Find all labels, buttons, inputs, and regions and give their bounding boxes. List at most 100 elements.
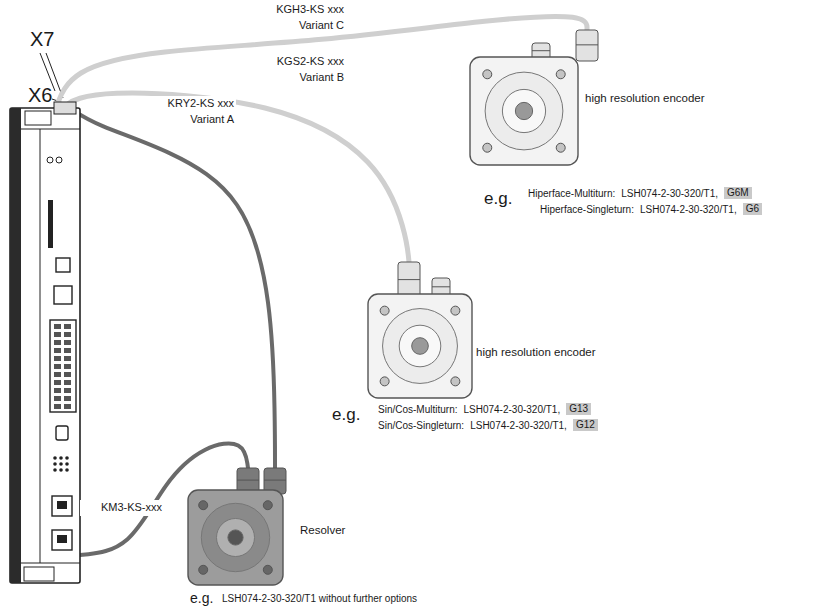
display-dot	[59, 468, 63, 472]
option-code: G13	[566, 403, 591, 415]
device-label: high resolution encoder	[476, 346, 596, 359]
network-port	[54, 286, 72, 304]
cable	[70, 108, 275, 468]
bottom-connector	[24, 567, 54, 581]
top-latch	[25, 111, 51, 125]
terminal-pin	[64, 340, 71, 345]
display-dot	[53, 468, 57, 472]
terminal-pin	[64, 372, 71, 377]
flange-ring	[485, 72, 563, 150]
cable-label: KM3-KS-xxx	[80, 500, 164, 516]
network-port	[52, 496, 72, 516]
terminal-pin	[54, 380, 61, 385]
flange-ring	[383, 309, 458, 384]
motor-flange	[188, 490, 283, 585]
motor-flange	[368, 294, 472, 398]
display-dot	[65, 468, 69, 472]
network-port-jack	[57, 535, 67, 543]
display-dot	[53, 462, 57, 466]
encoder-socket	[54, 102, 76, 114]
controller-housing	[10, 108, 80, 583]
option-code: G6M	[724, 187, 752, 199]
terminal-pin	[54, 404, 61, 409]
motor-encoder-drawing	[368, 262, 480, 400]
bolt-hole	[199, 501, 208, 510]
centering-collar	[217, 519, 255, 557]
type-designation: LSH074-2-30-320/T1,	[640, 204, 737, 216]
bolt-hole	[199, 565, 208, 574]
plug-ring	[432, 286, 450, 287]
cable-label: KRY2-KS xxx Variant A	[140, 96, 236, 128]
option-code: G6	[743, 203, 762, 215]
example-prefix: e.g.	[332, 405, 360, 425]
connector-name: X7	[30, 28, 54, 51]
motor-encoder: high resolution encoder	[470, 30, 610, 165]
connector-plug	[398, 262, 420, 298]
terminal-pin	[64, 404, 71, 409]
bolt-hole	[556, 143, 565, 152]
terminal-pin	[54, 396, 61, 401]
terminal-pin	[64, 396, 71, 401]
cable-label: KGH3-KS xxx Variant C	[250, 2, 346, 34]
terminal-pin	[64, 356, 71, 361]
terminal-pin	[54, 364, 61, 369]
bolt-hole	[556, 70, 565, 79]
terminal-pin	[54, 340, 61, 345]
bolt-hole	[483, 70, 492, 79]
cable	[62, 93, 409, 262]
type-designation: LSH074-2-30-320/T1,	[470, 420, 567, 432]
terminal-pin	[64, 332, 71, 337]
type-designation: Sin/Cos-Singleturn:	[378, 420, 464, 432]
servo-controller: X7X6	[10, 108, 80, 583]
display-dot	[59, 456, 63, 460]
bolt-hole	[263, 565, 272, 574]
centering-collar	[399, 325, 441, 367]
panel-edge	[21, 563, 80, 564]
terminal-pin	[54, 348, 61, 353]
device-label: high resolution encoder	[585, 92, 705, 105]
motor-resolver-drawing	[188, 468, 296, 585]
example-prefix: e.g.	[484, 189, 512, 209]
servo-controller-drawing	[10, 108, 80, 583]
panel-edge	[21, 129, 80, 130]
type-designation: LSH074-2-30-320/T1 without further optio…	[222, 593, 417, 605]
example-prefix: e.g.	[190, 590, 213, 607]
type-designation: LSH074-2-30-320/T1,	[621, 188, 718, 200]
connector-name: X6	[28, 84, 52, 107]
terminal-pin	[64, 348, 71, 353]
plug-ring	[264, 480, 286, 481]
motor-shaft	[228, 530, 243, 545]
motor-resolver: Resolver	[188, 468, 296, 585]
option-code: G12	[573, 419, 598, 431]
cable-label: KGS2-KS xxx Variant B	[250, 54, 346, 86]
terminal-pin	[54, 388, 61, 393]
plug-ring	[532, 50, 550, 51]
bolt-hole	[380, 377, 389, 386]
terminal-pin	[54, 324, 61, 329]
motor-shaft	[515, 102, 532, 119]
display-dot	[53, 456, 57, 460]
panel-edge	[40, 129, 41, 563]
type-designation: LSH074-2-30-320/T1,	[463, 404, 560, 416]
bolt-hole	[263, 501, 272, 510]
network-port-jack	[57, 501, 67, 509]
terminal-pin	[54, 372, 61, 377]
controller-side	[10, 108, 21, 583]
terminal-pin	[64, 364, 71, 369]
status-led	[56, 157, 62, 163]
network-port	[52, 530, 72, 550]
display-dot	[65, 462, 69, 466]
type-designation: Hiperface-Singleturn:	[540, 204, 634, 216]
terminal-pin	[54, 332, 61, 337]
display-dot	[65, 456, 69, 460]
display-dot	[59, 462, 63, 466]
flange-ring	[201, 503, 269, 571]
card-slot	[48, 200, 53, 248]
usb-port	[56, 258, 70, 272]
bolt-hole	[451, 377, 460, 386]
terminal-pin	[54, 356, 61, 361]
centering-collar	[502, 89, 545, 132]
terminal-pin	[64, 388, 71, 393]
plug-ring	[398, 279, 420, 280]
motor-encoder: high resolution encoder	[368, 262, 480, 400]
